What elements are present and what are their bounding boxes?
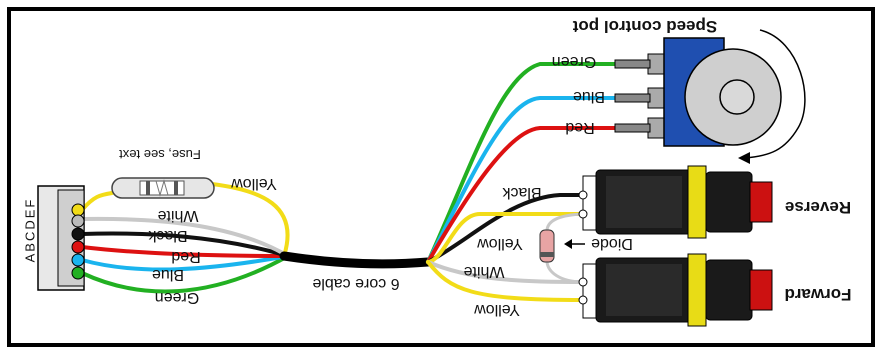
cable-label: 6 core cable bbox=[312, 275, 399, 292]
wire-green-left bbox=[80, 254, 290, 294]
terminal-e bbox=[71, 253, 85, 267]
reverse-ring bbox=[687, 165, 707, 239]
wire-red-right bbox=[426, 126, 617, 264]
terminal-connector: ABCDEF bbox=[23, 185, 85, 291]
switch-yellow-lower-label: Yellow bbox=[474, 301, 520, 318]
connector-green-label: Green bbox=[155, 289, 199, 306]
diode-link-top bbox=[545, 212, 585, 232]
labels: Speed control pot Reverse Forward Diode … bbox=[119, 17, 852, 318]
speed-control-pot bbox=[614, 37, 782, 147]
control-wires bbox=[426, 62, 617, 302]
fuse bbox=[111, 177, 215, 199]
diode bbox=[539, 229, 555, 263]
terminal-f bbox=[71, 266, 85, 280]
forward-button-cap bbox=[749, 269, 773, 311]
terminal-d bbox=[71, 240, 85, 254]
wire-blue-right bbox=[426, 96, 617, 264]
curved-arrow-icon bbox=[738, 29, 806, 164]
reverse-label: Reverse bbox=[785, 198, 851, 217]
connector-white-label: White bbox=[157, 207, 198, 224]
wire-black-left bbox=[80, 231, 290, 258]
terminal-c bbox=[71, 227, 85, 241]
switch-white-label: White bbox=[463, 263, 504, 280]
connector-black-label: Black bbox=[147, 227, 187, 244]
diode-label: Diode bbox=[591, 235, 633, 252]
pot-blue-label: Blue bbox=[573, 88, 605, 105]
diode-link-bottom bbox=[545, 260, 585, 284]
connector-yellow-label: Yellow bbox=[231, 175, 277, 192]
fuse-label: Fuse, see text bbox=[119, 147, 201, 162]
wire-black-right bbox=[426, 193, 585, 264]
connector-blue-label: Blue bbox=[152, 266, 184, 283]
pot-green-label: Green bbox=[552, 53, 596, 70]
pot-red-label: Red bbox=[565, 119, 594, 136]
six-core-cable bbox=[279, 251, 433, 269]
wire-yellow-left bbox=[80, 191, 114, 212]
reverse-switch bbox=[578, 165, 773, 239]
switch-yellow-upper-label: Yellow bbox=[477, 235, 523, 252]
switch-black-label: Black bbox=[501, 184, 541, 201]
connector-red-label: Red bbox=[171, 248, 200, 265]
wire-white-right bbox=[426, 260, 585, 284]
forward-switch bbox=[578, 253, 773, 327]
arrow-left-icon bbox=[564, 239, 585, 249]
wire-blue-left bbox=[80, 254, 290, 272]
wire-yellow-right-upper bbox=[426, 212, 585, 264]
terminal-letters: ABCDEF bbox=[23, 198, 38, 263]
forward-label: Forward bbox=[784, 285, 851, 304]
terminal-b bbox=[71, 214, 85, 228]
wire-yellow-right-lower bbox=[426, 260, 585, 302]
terminal-a bbox=[71, 203, 85, 217]
wire-red-left bbox=[80, 245, 290, 258]
wire-green-right bbox=[426, 62, 617, 264]
forward-ring bbox=[687, 253, 707, 327]
diagram-frame bbox=[7, 7, 875, 347]
connector-wires bbox=[80, 182, 290, 294]
reverse-button-cap bbox=[749, 181, 773, 223]
wire-white-left bbox=[80, 216, 290, 258]
speed-control-pot-label: Speed control pot bbox=[572, 17, 717, 36]
wire-yellow-left-2 bbox=[210, 182, 290, 258]
